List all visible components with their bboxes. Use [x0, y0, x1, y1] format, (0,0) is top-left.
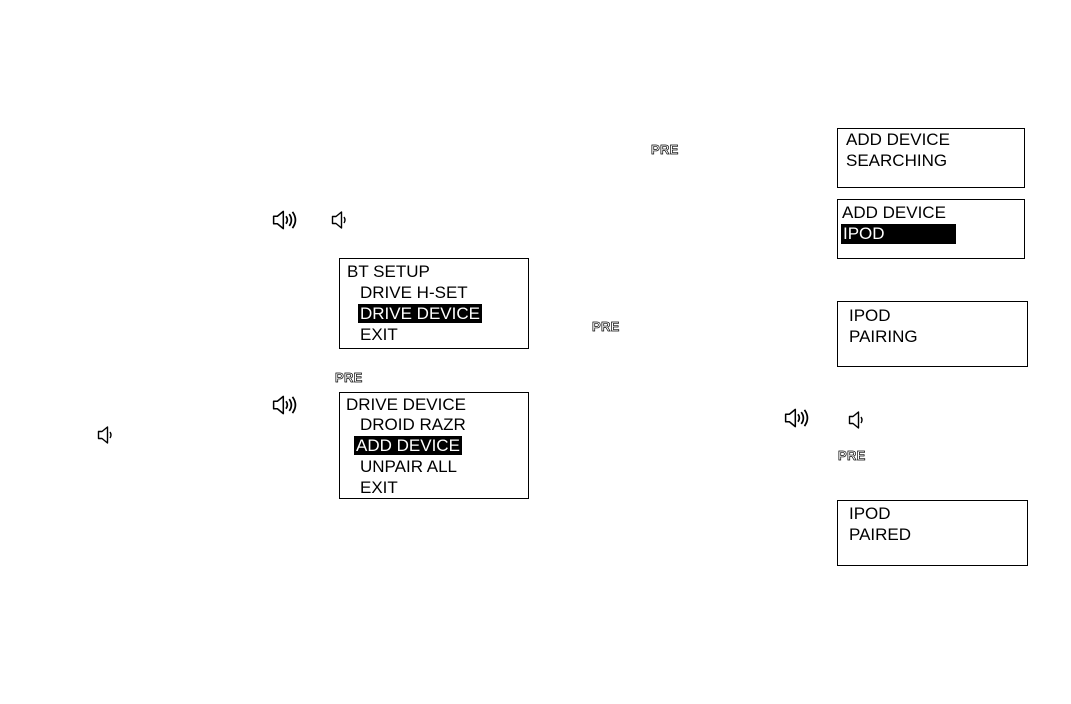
menu-item-drive-h-set: DRIVE H-SET	[360, 283, 468, 302]
menu-item-droid-razr: DROID RAZR	[360, 415, 466, 434]
add-device-found-screen: ADD DEVICE IPOD	[837, 199, 1025, 259]
status-text: PAIRING	[849, 327, 918, 346]
screen-title: ADD DEVICE	[846, 130, 950, 149]
speaker-loud-icon	[784, 407, 812, 429]
device-item-ipod: IPOD	[841, 224, 956, 244]
menu-item-exit: EXIT	[360, 478, 398, 497]
drive-device-screen: DRIVE DEVICE DROID RAZR ADD DEVICE UNPAI…	[339, 392, 529, 499]
speaker-quiet-icon	[96, 425, 112, 445]
bt-setup-screen: BT SETUP DRIVE H-SET DRIVE DEVICE EXIT	[339, 258, 529, 349]
screen-title: DRIVE DEVICE	[346, 395, 466, 414]
speaker-quiet-icon	[330, 210, 346, 230]
pre-label: PRE	[335, 370, 363, 386]
device-name: IPOD	[849, 504, 891, 523]
menu-item-unpair-all: UNPAIR ALL	[360, 457, 458, 476]
menu-item-exit: EXIT	[360, 325, 398, 344]
speaker-loud-icon	[272, 394, 300, 416]
screen-title: BT SETUP	[347, 262, 430, 281]
menu-item-drive-device: DRIVE DEVICE	[358, 304, 482, 323]
status-text: SEARCHING	[846, 151, 948, 170]
ipod-paired-screen: IPOD PAIRED	[837, 500, 1028, 566]
speaker-loud-icon	[272, 209, 300, 231]
speaker-quiet-icon	[847, 410, 863, 430]
menu-item-add-device: ADD DEVICE	[354, 436, 462, 455]
pre-label: PRE	[838, 448, 866, 464]
status-text: PAIRED	[849, 525, 912, 544]
add-device-searching-screen: ADD DEVICE SEARCHING	[837, 128, 1025, 188]
screen-title: ADD DEVICE	[842, 203, 946, 222]
pre-label: PRE	[592, 319, 620, 335]
ipod-pairing-screen: IPOD PAIRING	[837, 301, 1028, 367]
pre-label: PRE	[651, 142, 679, 158]
device-name: IPOD	[849, 306, 891, 325]
